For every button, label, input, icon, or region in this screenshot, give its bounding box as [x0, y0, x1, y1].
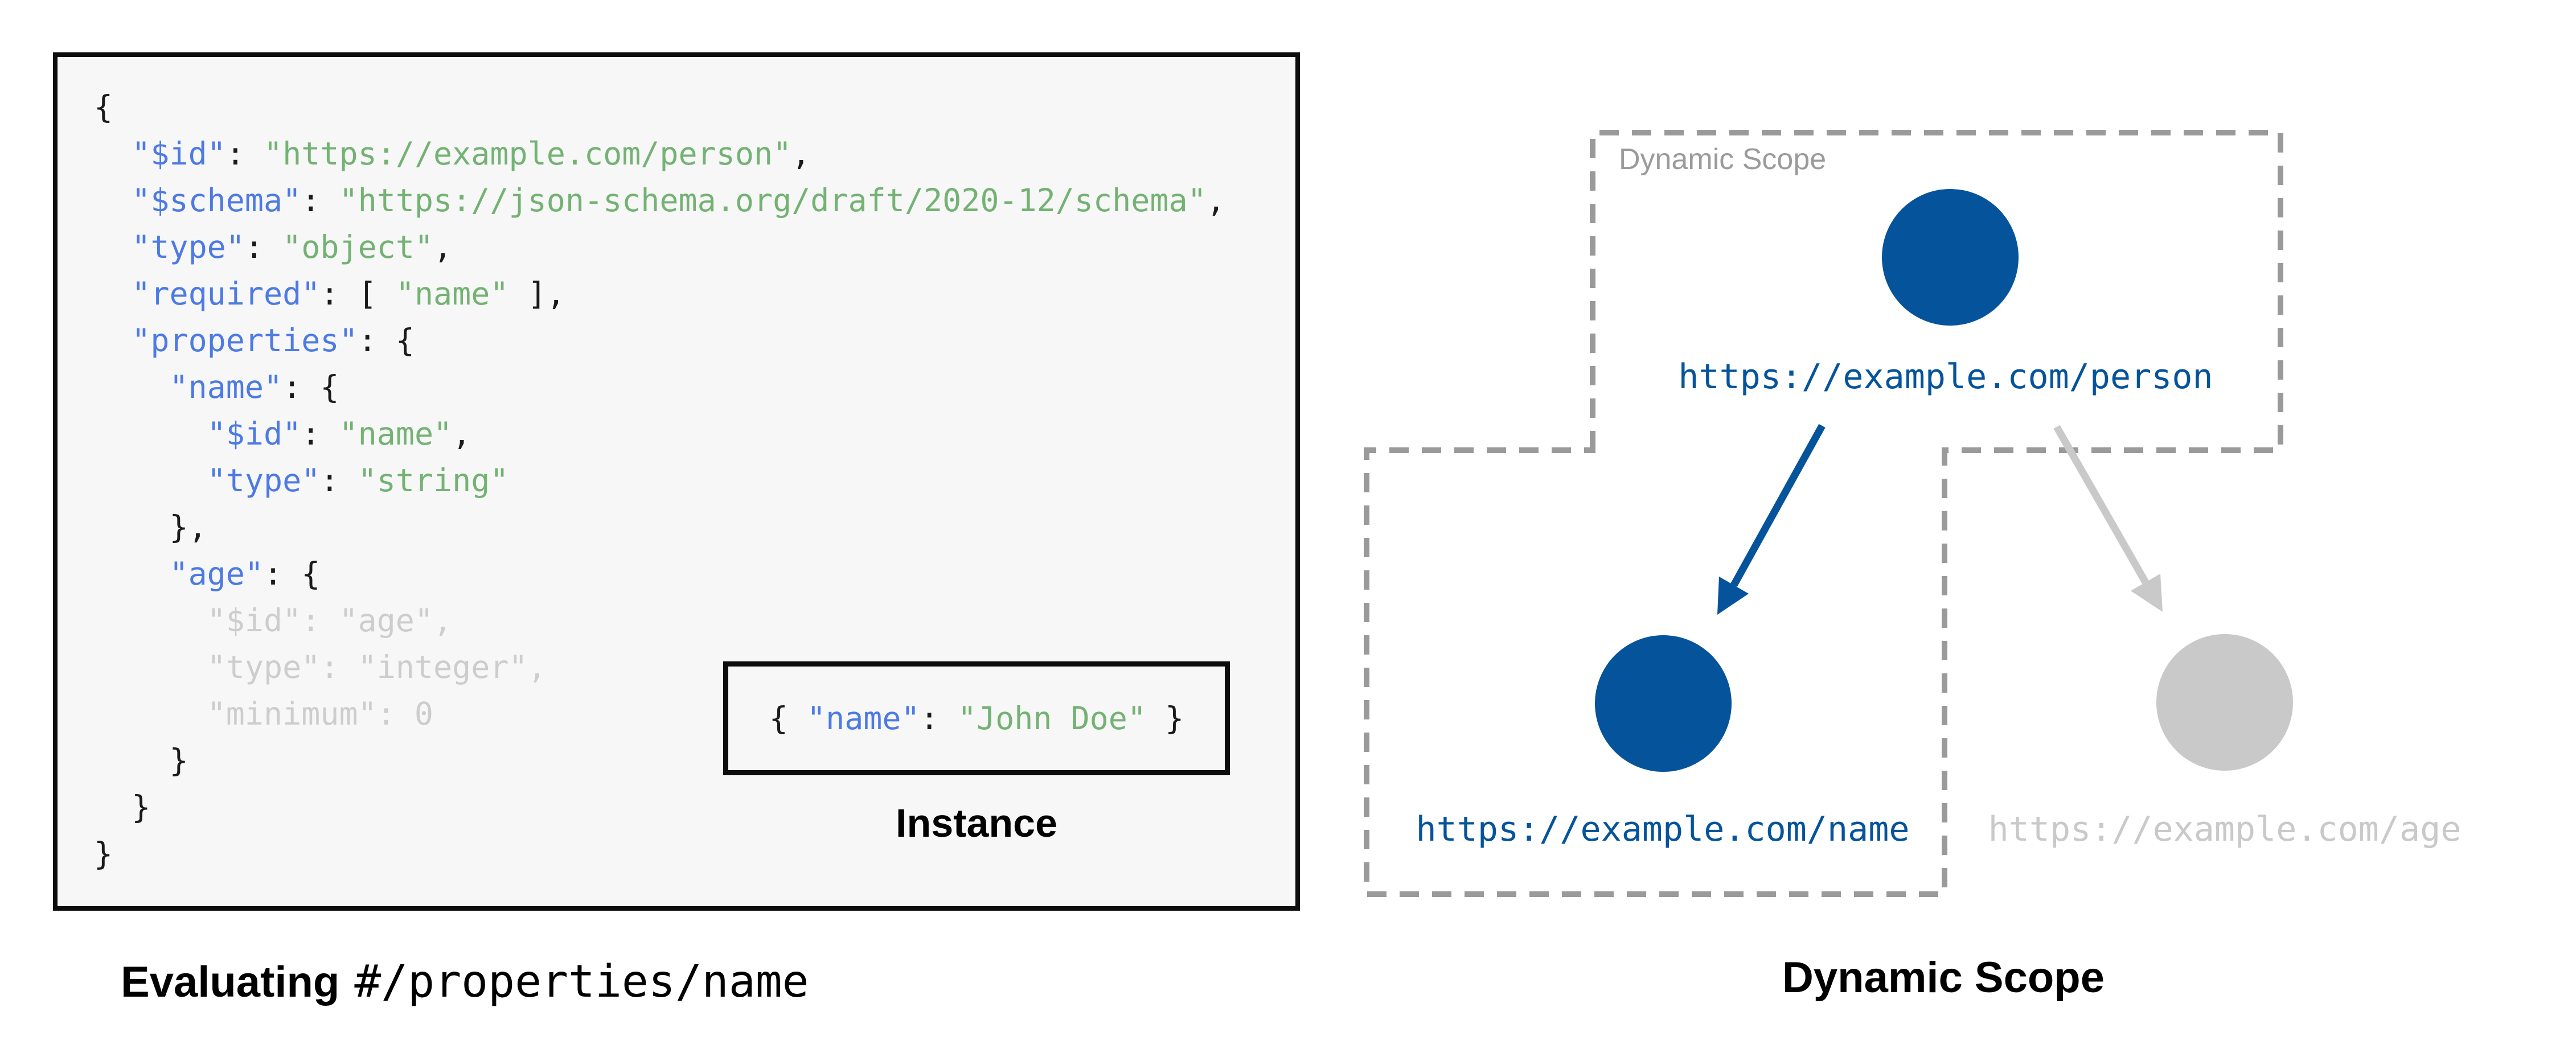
- code-token: "name": [169, 369, 283, 405]
- schema-code: { "$id": "https://example.com/person", "…: [94, 84, 1225, 877]
- person-to-age-arrowhead: [2131, 574, 2163, 612]
- code-line: "name": {: [94, 364, 1225, 410]
- code-token: [94, 369, 169, 405]
- code-token: "name": [806, 700, 920, 737]
- dynamic-scope-outline: [1364, 130, 2283, 897]
- code-line: "required": [ "name" ],: [94, 270, 1225, 317]
- code-token: }: [94, 836, 113, 872]
- code-token: "string": [358, 462, 509, 499]
- code-token: [94, 556, 169, 592]
- code-token: ,: [452, 416, 471, 452]
- instance-box: { "name": "John Doe" }: [723, 661, 1230, 775]
- code-token: "type": [132, 229, 245, 265]
- code-line: {: [94, 84, 1225, 130]
- code-token: "https://json-schema.org/draft/2020-12/s…: [339, 182, 1207, 219]
- code-token: :: [225, 135, 264, 172]
- code-token: }: [94, 789, 151, 825]
- code-token: :: [244, 229, 283, 265]
- instance-code: { "name": "John Doe" }: [769, 700, 1184, 737]
- code-token: "object": [282, 229, 434, 265]
- code-line: }: [94, 737, 1225, 784]
- code-token: "https://example.com/person": [264, 135, 792, 172]
- dynamic-scope-inner-label: Dynamic Scope: [1619, 143, 1827, 176]
- code-token: [94, 182, 132, 219]
- name-node-circle: [1595, 635, 1732, 772]
- code-token: "$schema": [132, 182, 302, 219]
- code-token: : [: [320, 275, 396, 312]
- code-token: :: [920, 700, 958, 737]
- schema-box: { "$id": "https://example.com/person", "…: [53, 52, 1300, 911]
- code-line: "type": "string": [94, 457, 1225, 504]
- person-node-circle: [1882, 189, 2019, 326]
- code-token: ,: [433, 229, 453, 265]
- code-line: "type": "object",: [94, 224, 1225, 270]
- code-token: "minimum": 0: [94, 696, 434, 732]
- code-token: [94, 462, 207, 499]
- age-node-url: https://example.com/age: [1988, 809, 2462, 849]
- instance-label: Instance: [896, 801, 1057, 845]
- code-line: "type": "integer",: [94, 644, 1225, 690]
- code-token: ,: [791, 135, 811, 172]
- code-line: "minimum": 0: [94, 690, 1225, 737]
- code-token: ,: [1206, 182, 1225, 219]
- code-line: }: [94, 830, 1225, 877]
- code-token: ],: [508, 275, 565, 312]
- code-token: },: [94, 509, 207, 545]
- code-token: "type": "integer",: [94, 649, 547, 685]
- code-token: [94, 229, 132, 265]
- code-token: "required": [132, 275, 321, 312]
- person-to-name-arrow: [1730, 423, 1826, 587]
- code-token: [94, 275, 132, 312]
- code-line: },: [94, 504, 1225, 550]
- code-token: :: [320, 462, 358, 499]
- code-line: "$id": "age",: [94, 597, 1225, 644]
- code-token: "type": [207, 462, 321, 499]
- code-token: }: [1146, 700, 1184, 737]
- code-token: "age": [169, 556, 264, 592]
- code-token: }: [94, 742, 188, 779]
- code-token: [94, 135, 132, 172]
- code-token: "$id": [132, 135, 226, 172]
- code-line: }: [94, 784, 1225, 830]
- code-token: "$id": "age",: [94, 602, 453, 639]
- code-token: : {: [358, 322, 415, 359]
- right-caption: Dynamic Scope: [1782, 953, 2105, 1002]
- person-to-age-arrow: [2053, 425, 2149, 585]
- code-token: "name": [395, 275, 509, 312]
- code-line: "$schema": "https://json-schema.org/draf…: [94, 177, 1225, 224]
- code-line: "age": {: [94, 550, 1225, 597]
- name-node-url: https://example.com/name: [1416, 809, 1910, 849]
- code-token: "$id": [207, 416, 302, 452]
- code-line: "properties": {: [94, 317, 1225, 364]
- code-token: : {: [264, 556, 321, 592]
- code-token: {: [94, 89, 113, 125]
- person-to-name-arrowhead: [1717, 577, 1749, 615]
- code-token: {: [769, 700, 807, 737]
- code-line: "$id": "https://example.com/person",: [94, 130, 1225, 177]
- code-token: : {: [282, 369, 339, 405]
- code-token: :: [301, 182, 339, 219]
- left-caption: Evaluating #/properties/name: [121, 960, 809, 1004]
- code-line: "$id": "name",: [94, 410, 1225, 457]
- code-token: [94, 322, 132, 359]
- age-node-circle: [2156, 634, 2293, 771]
- left-caption-pointer: #/properties/name: [354, 956, 809, 1007]
- code-token: "John Doe": [957, 700, 1147, 737]
- code-token: "properties": [132, 322, 358, 359]
- left-caption-bold: Evaluating: [121, 958, 340, 1006]
- code-token: :: [301, 416, 339, 452]
- code-token: "name": [339, 416, 453, 452]
- code-token: [94, 416, 207, 452]
- person-node-url: https://example.com/person: [1678, 357, 2213, 397]
